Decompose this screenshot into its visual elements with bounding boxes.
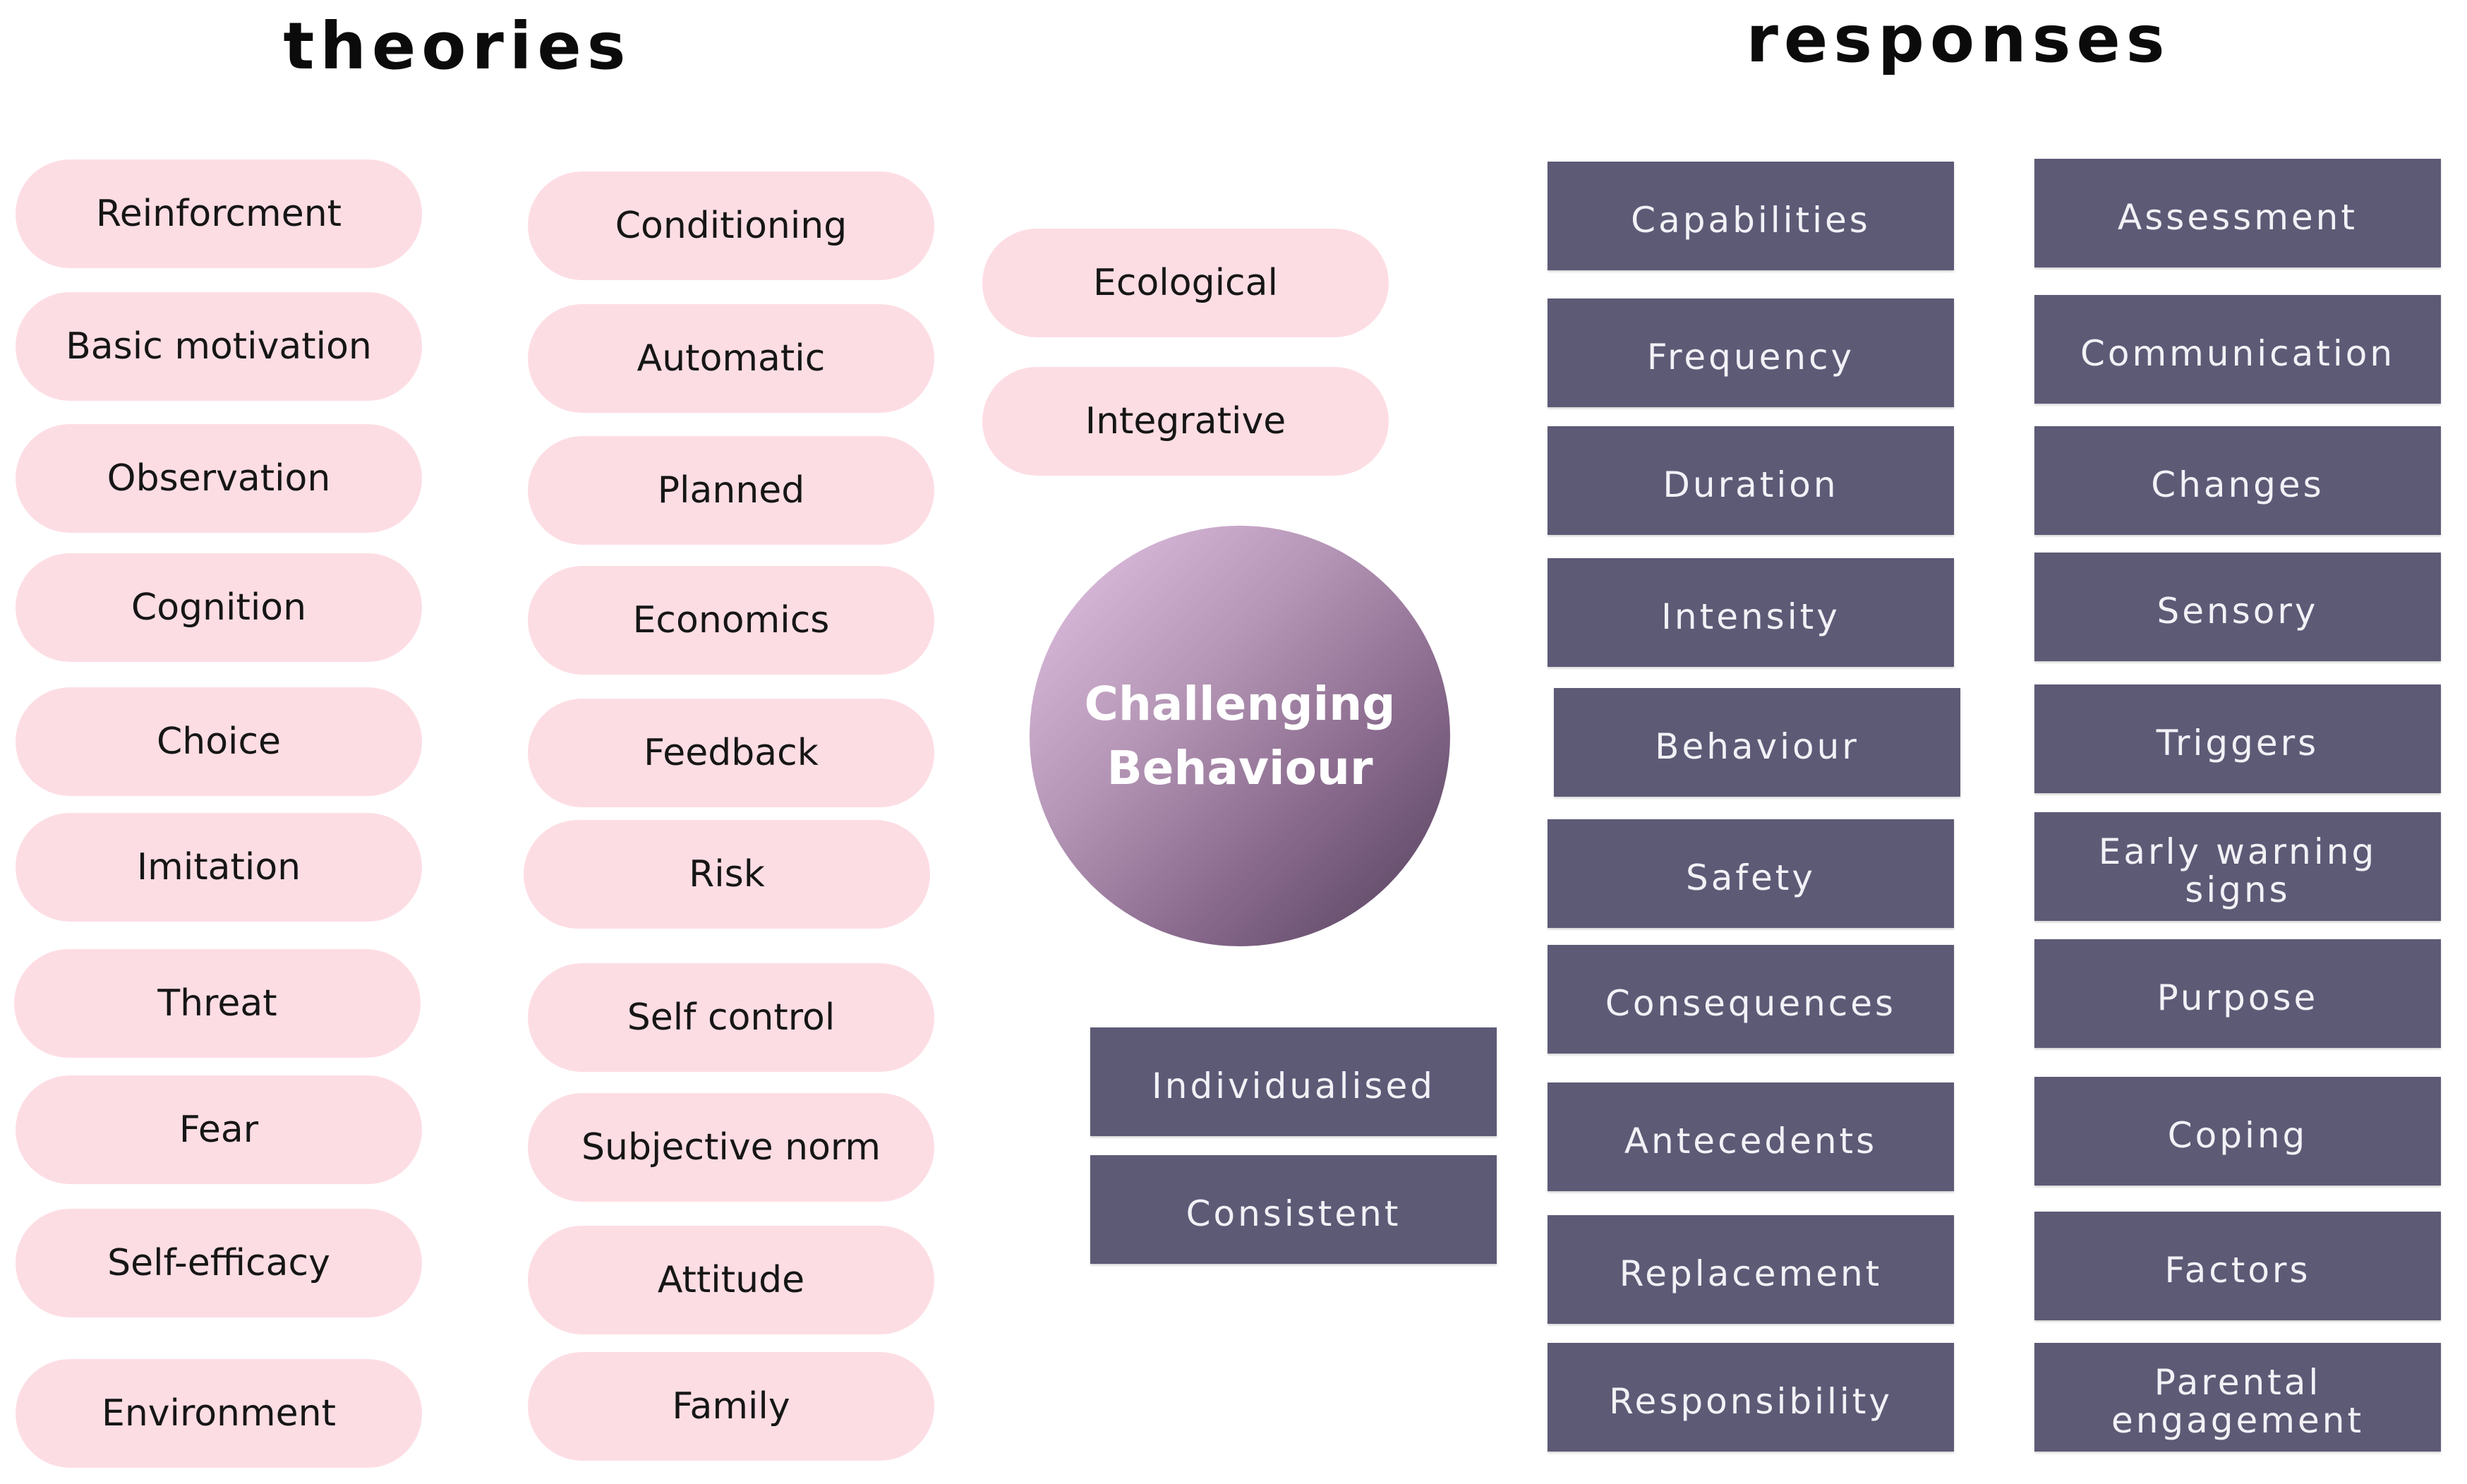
theory-conditioning: Conditioning xyxy=(528,171,934,280)
theory-self-efficacy: Self-efficacy xyxy=(16,1209,422,1317)
theory-basic-motivation: Basic motivation xyxy=(16,292,422,401)
theory-self-control: Self control xyxy=(528,963,934,1072)
response-safety: Safety xyxy=(1548,819,1954,928)
theory-attitude: Attitude xyxy=(528,1226,934,1334)
response-parental-engagement: Parental engagement xyxy=(2034,1343,2441,1452)
challenging-behaviour-circle: Challenging Behaviour xyxy=(1030,526,1450,946)
response-sensory: Sensory xyxy=(2034,553,2441,661)
response-assessment: Assessment xyxy=(2034,159,2441,267)
theory-risk: Risk xyxy=(524,820,930,929)
response-duration: Duration xyxy=(1548,426,1954,535)
theory-integrative: Integrative xyxy=(982,367,1389,476)
responses-heading: responses xyxy=(1746,1,2171,77)
response-triggers: Triggers xyxy=(2034,684,2441,793)
response-behaviour: Behaviour xyxy=(1554,688,1960,797)
response-antecedents: Antecedents xyxy=(1548,1082,1954,1191)
response-factors: Factors xyxy=(2034,1212,2441,1320)
response-frequency: Frequency xyxy=(1548,298,1954,407)
theory-imitation: Imitation xyxy=(16,813,422,922)
response-responsibility: Responsibility xyxy=(1548,1343,1954,1452)
theory-economics: Economics xyxy=(528,566,934,675)
theories-heading: theories xyxy=(283,8,632,84)
theory-reinforcement: Reinforcment xyxy=(16,159,422,268)
response-coping: Coping xyxy=(2034,1077,2441,1186)
response-intensity: Intensity xyxy=(1548,558,1954,667)
theory-feedback: Feedback xyxy=(528,699,934,807)
theory-choice: Choice xyxy=(16,687,422,796)
theory-subjective-norm: Subjective norm xyxy=(528,1093,934,1202)
theory-environment: Environment xyxy=(16,1359,422,1468)
theory-threat: Threat xyxy=(14,949,421,1058)
response-early-warning-signs: Early warning signs xyxy=(2034,812,2441,921)
theory-fear: Fear xyxy=(16,1075,422,1184)
response-communication: Communication xyxy=(2034,295,2441,404)
theory-observation: Observation xyxy=(16,424,422,533)
theory-planned: Planned xyxy=(528,436,934,545)
theory-family: Family xyxy=(528,1352,934,1461)
response-replacement: Replacement xyxy=(1548,1215,1954,1324)
theory-cognition: Cognition xyxy=(16,553,422,662)
approach-individualised: Individualised xyxy=(1090,1027,1497,1136)
theory-ecological: Ecological xyxy=(982,229,1389,337)
response-consequences: Consequences xyxy=(1548,945,1954,1054)
approach-consistent: Consistent xyxy=(1090,1155,1497,1264)
response-changes: Changes xyxy=(2034,426,2441,535)
response-purpose: Purpose xyxy=(2034,939,2441,1048)
response-capabilities: Capabilities xyxy=(1548,162,1954,270)
theory-automatic: Automatic xyxy=(528,304,934,413)
